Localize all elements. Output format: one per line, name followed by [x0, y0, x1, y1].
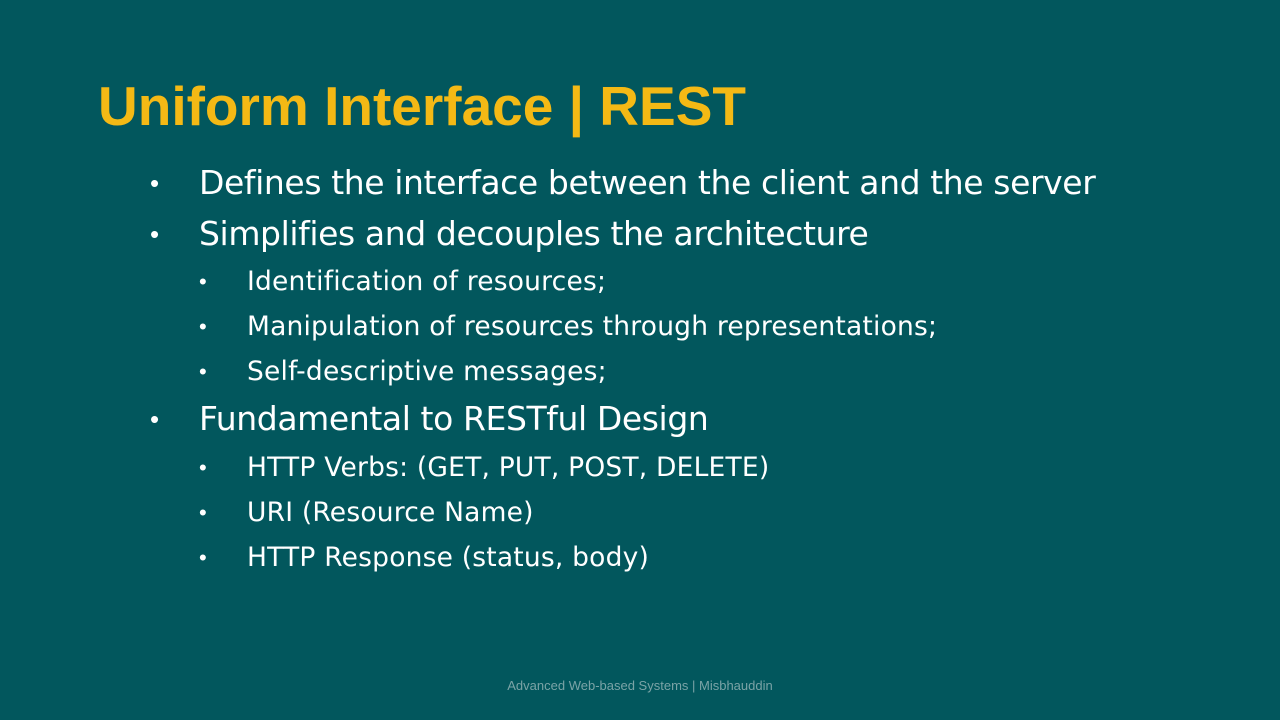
- bullet-item: • Defines the interface between the clie…: [150, 162, 1096, 204]
- bullet-dot-icon: •: [199, 455, 207, 480]
- bullet-text: Self-descriptive messages;: [247, 356, 607, 387]
- bullet-dot-icon: •: [199, 359, 207, 384]
- bullet-dot-icon: •: [199, 314, 207, 339]
- bullet-text: Identification of resources;: [247, 266, 607, 297]
- bullet-text: Defines the interface between the client…: [199, 163, 1096, 202]
- sub-bullet-item: • Manipulation of resources through repr…: [199, 309, 938, 345]
- bullet-dot-icon: •: [199, 545, 207, 570]
- sub-bullet-item: • HTTP Response (status, body): [199, 540, 650, 576]
- bullet-dot-icon: •: [150, 219, 159, 249]
- sub-bullet-item: • HTTP Verbs: (GET, PUT, POST, DELETE): [199, 450, 770, 486]
- sub-bullet-item: • Identification of resources;: [199, 264, 607, 300]
- bullet-dot-icon: •: [199, 269, 207, 294]
- bullet-item: • Fundamental to RESTful Design: [150, 398, 709, 440]
- bullet-text: HTTP Verbs: (GET, PUT, POST, DELETE): [247, 452, 770, 483]
- sub-bullet-item: • Self-descriptive messages;: [199, 354, 607, 390]
- bullet-text: Fundamental to RESTful Design: [199, 399, 709, 438]
- bullet-dot-icon: •: [150, 404, 159, 434]
- bullet-dot-icon: •: [150, 168, 159, 198]
- slide-footer: Advanced Web-based Systems | Misbhauddin: [507, 678, 773, 693]
- bullet-text: URI (Resource Name): [247, 497, 534, 528]
- bullet-text: Manipulation of resources through repres…: [247, 311, 938, 342]
- bullet-dot-icon: •: [199, 500, 207, 525]
- bullet-text: HTTP Response (status, body): [247, 542, 650, 573]
- bullet-text: Simplifies and decouples the architectur…: [199, 214, 869, 253]
- slide-title: Uniform Interface | REST: [98, 75, 746, 137]
- sub-bullet-item: • URI (Resource Name): [199, 495, 534, 531]
- bullet-item: • Simplifies and decouples the architect…: [150, 213, 869, 255]
